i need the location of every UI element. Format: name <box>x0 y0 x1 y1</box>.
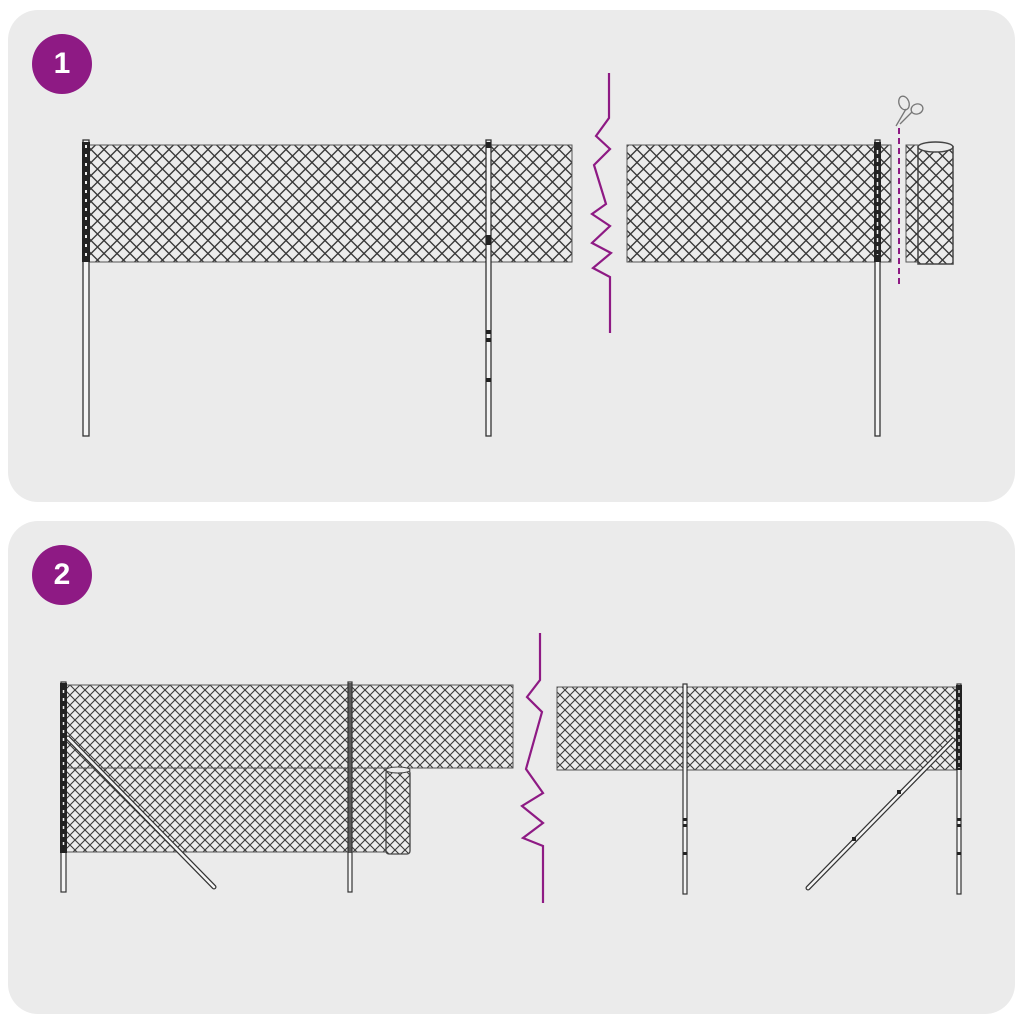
fence-post <box>485 139 492 437</box>
fence-post <box>347 681 353 893</box>
step-number: 2 <box>53 558 71 591</box>
fence-mesh <box>62 684 514 769</box>
fence-post <box>682 683 688 895</box>
break-line <box>520 633 545 903</box>
step-1-illustration <box>82 73 954 437</box>
step-number-badge: 2 <box>32 545 92 605</box>
cut-mesh-edge <box>905 144 919 263</box>
fence-post <box>874 139 881 437</box>
fence-post <box>956 683 962 895</box>
mesh-roll <box>917 141 954 265</box>
step-2-panel: 2 <box>8 521 1015 1014</box>
scissors-icon <box>895 95 924 127</box>
step-1-panel: 1 <box>8 10 1015 502</box>
support-strut <box>65 735 217 890</box>
step-number-badge: 1 <box>32 34 92 94</box>
break-line <box>590 73 613 333</box>
fence-mesh <box>556 686 960 771</box>
fence-post <box>82 139 90 437</box>
fence-mesh <box>85 144 573 263</box>
mesh-roll <box>385 766 411 855</box>
fence-post <box>60 681 67 893</box>
step-2-illustration <box>60 633 962 903</box>
step-number: 1 <box>53 47 71 80</box>
fence-mesh <box>626 144 892 263</box>
support-strut <box>805 737 956 891</box>
